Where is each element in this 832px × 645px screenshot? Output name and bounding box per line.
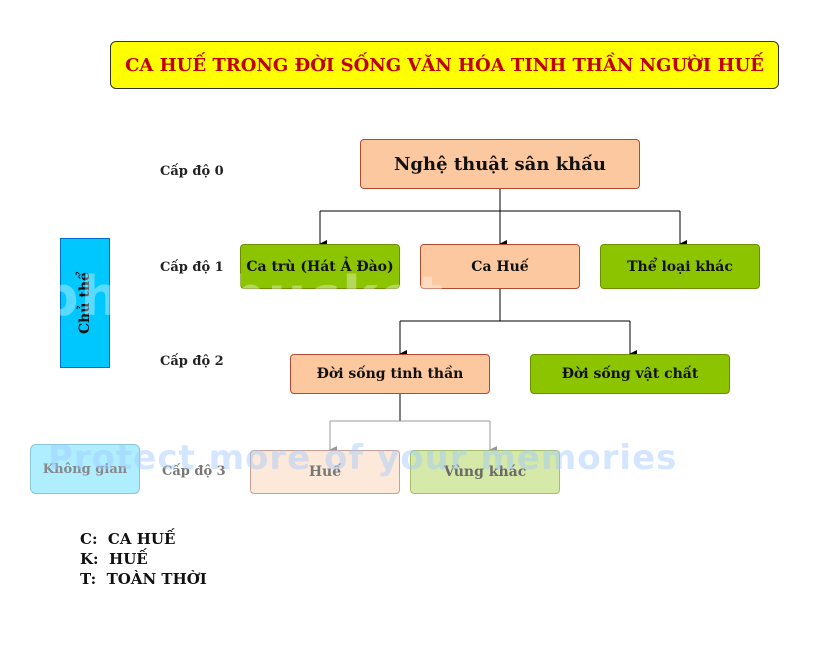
legend-c: C: CA HUẾ bbox=[80, 530, 176, 548]
level-2-label: Cấp độ 2 bbox=[160, 354, 224, 369]
node-vung-khac: Vùng khác bbox=[410, 450, 560, 494]
node-ca-tru: Ca trù (Hát Ả Đào) bbox=[240, 244, 400, 289]
node-doi-song-vat-chat: Đời sống vật chất bbox=[530, 354, 730, 394]
legend-t: T: TOÀN THỜI bbox=[80, 570, 207, 588]
node-nghe-thuat-san-khau: Nghệ thuật sân khấu bbox=[360, 139, 640, 189]
khong-gian-box: Không gian bbox=[30, 444, 140, 494]
watermark-photobucket: photobucket bbox=[40, 265, 446, 328]
level-0-label: Cấp độ 0 bbox=[160, 164, 224, 179]
level-3-label: Cấp độ 3 bbox=[162, 464, 226, 479]
chu-the-box: Chủ thể bbox=[60, 238, 110, 368]
watermark-protect: Protect more of your memories bbox=[48, 438, 678, 478]
level-1-label: Cấp độ 1 bbox=[160, 260, 224, 275]
node-hue: Huế bbox=[250, 450, 400, 494]
legend-k: K: HUẾ bbox=[80, 550, 148, 568]
connector-level-2-3-faded bbox=[329, 420, 497, 454]
diagram-title: CA HUẾ TRONG ĐỜI SỐNG VĂN HÓA TINH THẦN … bbox=[110, 41, 779, 89]
node-doi-song-tinh-than: Đời sống tinh thần bbox=[290, 354, 490, 394]
connector-level-0-1 bbox=[319, 189, 687, 248]
node-the-loai-khac: Thể loại khác bbox=[600, 244, 760, 289]
node-ca-hue: Ca Huế bbox=[420, 244, 580, 289]
connector-level-1-2 bbox=[399, 289, 637, 358]
